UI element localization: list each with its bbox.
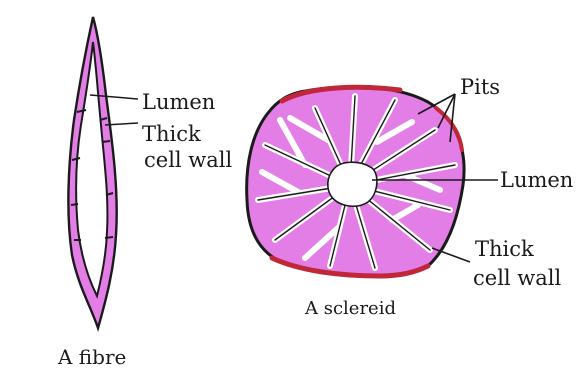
sclereid-caption: A sclereid xyxy=(304,298,396,319)
fibre-label-lumen: Lumen xyxy=(142,90,215,114)
fibre-caption: A fibre xyxy=(57,345,126,369)
fibre-label-wall-line1: Thick xyxy=(142,122,201,146)
sclereid-label-lumen: Lumen xyxy=(500,168,573,192)
fibre-cell xyxy=(68,17,116,328)
sclereid-label-wall-line1: Thick xyxy=(475,237,534,261)
sclereid-label-wall-line2: cell wall xyxy=(473,266,562,290)
sclereid-lumen xyxy=(328,162,377,206)
sclereid-cell xyxy=(247,87,464,276)
sclereid-label-pits: Pits xyxy=(460,75,500,99)
fibre-label-wall-line2: cell wall xyxy=(144,148,233,172)
